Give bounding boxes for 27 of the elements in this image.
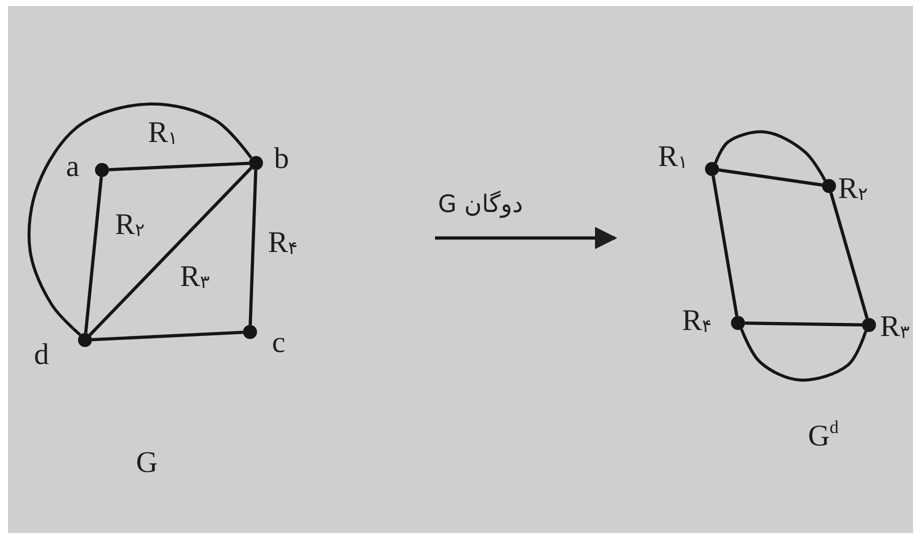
graph-edge — [108, 162, 250, 172]
vertex-label: a — [66, 152, 80, 182]
vertex-dot — [78, 333, 92, 347]
vertex-dot — [705, 162, 719, 176]
vertex-dot — [822, 179, 836, 193]
graph-edge — [744, 322, 862, 326]
vertex-label: b — [274, 144, 289, 174]
vertex-dot — [731, 316, 745, 330]
vertex-dot — [249, 156, 263, 170]
graph-edge — [718, 168, 822, 187]
graph-edge — [712, 176, 738, 316]
vertex-label: d — [34, 340, 49, 370]
graph-edge — [248, 170, 258, 326]
vertex-dot — [95, 163, 109, 177]
graph-edge — [92, 330, 244, 342]
graph-edge — [714, 130, 826, 181]
vertex-label: c — [272, 328, 286, 358]
graph-caption: G$^{d}$ — [808, 418, 839, 452]
graph-edge — [829, 192, 869, 319]
arrow-label: دوگان G — [438, 192, 523, 216]
graph-edge — [740, 328, 868, 382]
graph-edge — [88, 166, 252, 336]
graph-edge — [28, 102, 252, 336]
vertex-dot — [243, 325, 257, 339]
graph-edge — [84, 176, 103, 334]
vertex-dot — [862, 318, 876, 332]
graph-caption: G — [136, 448, 158, 478]
